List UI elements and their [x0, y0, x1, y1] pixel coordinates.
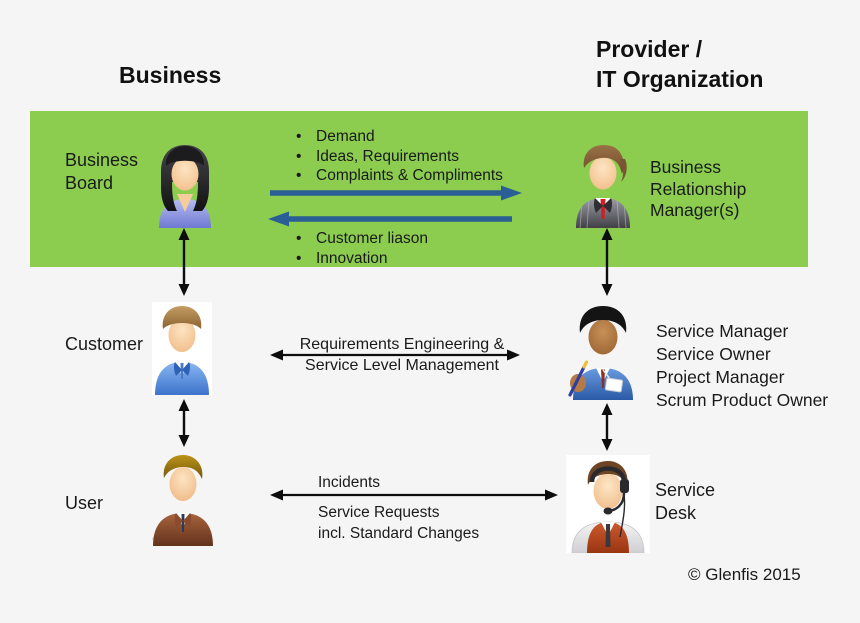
business-board-label: Business Board [65, 150, 139, 193]
role-item: Scrum Product Owner [656, 390, 829, 410]
business-relationship-manager-icon [572, 144, 634, 228]
service-manager-person-icon [563, 303, 643, 400]
customer-arrow-caption-top: Requirements Engineering & [299, 336, 505, 353]
customer-person-icon [152, 302, 212, 395]
service-manager-service-desk-arrow [599, 402, 615, 452]
business-board-woman-icon [152, 144, 218, 228]
business-column-heading: Business [119, 62, 222, 88]
business-board-band: Business Board [30, 111, 808, 268]
service-desk-person-icon [566, 455, 650, 553]
feedback-left-arrow [266, 210, 514, 228]
customer-label: Customer [65, 334, 144, 354]
user-label: User [65, 493, 104, 513]
user-provider-arrow [268, 487, 560, 503]
service-desk-label: Service Desk [655, 480, 716, 523]
role-item: Service Manager [656, 321, 789, 341]
role-item: Project Manager [656, 367, 785, 387]
service-manager-roles-list: Service Manager Service Owner Project Ma… [656, 320, 828, 412]
business-board-customer-arrow [176, 227, 192, 297]
bullet-item: Ideas, Requirements [292, 147, 503, 167]
copyright-text: © Glenfis 2015 [688, 565, 801, 584]
customer-user-arrow [176, 398, 192, 448]
service-requests-caption: Service Requests incl. Standard Changes [318, 504, 480, 542]
to-business-bullet-list: Customer liason Innovation [292, 229, 428, 268]
provider-heading-line2: IT Organization [596, 66, 764, 92]
brm-service-manager-arrow [599, 227, 615, 297]
customer-arrow-caption-bottom: Service Level Management [305, 357, 499, 374]
bullet-item: Complaints & Compliments [292, 166, 503, 186]
demand-right-arrow [268, 184, 524, 202]
customer-provider-arrow [268, 347, 522, 363]
bullet-item: Innovation [292, 249, 428, 269]
to-provider-bullet-list: Demand Ideas, Requirements Complaints & … [292, 127, 503, 186]
user-person-icon [148, 451, 218, 546]
provider-heading-line1: Provider / [596, 36, 703, 62]
brm-label: Business Relationship Manager(s) [650, 157, 747, 220]
bullet-item: Customer liason [292, 229, 428, 249]
role-item: Service Owner [656, 344, 771, 364]
provider-column-heading: Provider / IT Organization [596, 34, 763, 94]
incidents-caption: Incidents [318, 474, 381, 491]
bullet-item: Demand [292, 127, 503, 147]
